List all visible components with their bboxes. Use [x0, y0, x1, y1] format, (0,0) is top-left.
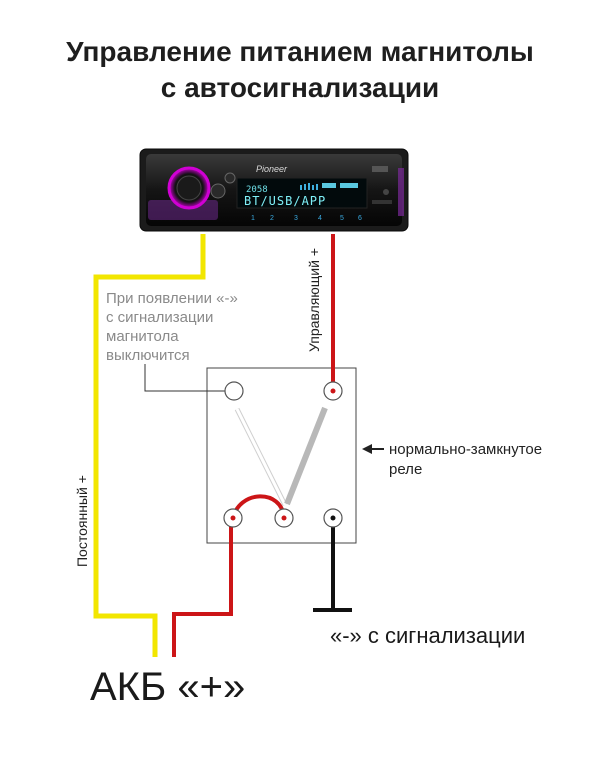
- yellow-constant-wire: [93, 234, 206, 657]
- relay-pointer-arrow-icon: [362, 444, 384, 454]
- title-line-1: Управление питанием магнитолы: [66, 36, 534, 67]
- control-plus-label: Управляющий +: [306, 247, 322, 352]
- constant-plus-label: Постоянный +: [74, 475, 90, 567]
- display-main-text: BT/USB/APP: [244, 194, 326, 208]
- radio-head-unit: 2058 BT/USB/APP Pioneer 1 2 3 4 5 6: [139, 148, 409, 232]
- preset-2: 2: [270, 215, 274, 222]
- relay-closed-contact: [284, 406, 328, 506]
- battery-label: АКБ «+»: [90, 665, 246, 709]
- note-line-2: с сигнализации: [106, 309, 214, 326]
- relay-label-line-1: нормально-замкнутое: [389, 441, 543, 458]
- relay-terminal-top-right-icon: [323, 381, 343, 401]
- preset-1: 1: [251, 215, 255, 222]
- relay-terminal-bottom-middle-icon: [274, 508, 294, 528]
- diagram-title: Управление питанием магнитолы с автосигн…: [0, 34, 600, 106]
- preset-buttons: 1 2 3 4 5 6: [251, 215, 362, 222]
- display-top-text: 2058: [246, 185, 268, 195]
- preset-6: 6: [358, 215, 362, 222]
- title-line-2: с автосигнализации: [160, 72, 440, 103]
- red-battery-wire: [172, 518, 233, 657]
- relay-terminal-bottom-right-icon: [323, 508, 343, 528]
- radio-bluetooth-indicator-icon: [372, 166, 388, 172]
- note-line-3: магнитола: [106, 328, 179, 345]
- display-spectrum-icon: [300, 183, 358, 190]
- note-line-4: выключится: [106, 347, 190, 364]
- radio-brand-logo: Pioneer: [256, 164, 288, 174]
- relay-terminal-bottom-left-icon: [223, 508, 243, 528]
- relay-label-line-2: реле: [389, 461, 423, 478]
- preset-4: 4: [318, 215, 322, 222]
- preset-5: 5: [340, 215, 344, 222]
- alarm-note: При появлении «-» с сигнализации магнито…: [106, 289, 238, 365]
- relay-terminal-top-left-icon: [224, 381, 244, 401]
- note-line-1: При появлении «-»: [106, 290, 238, 307]
- preset-3: 3: [294, 215, 298, 222]
- minus-from-alarm-label: «-» с сигнализации: [330, 623, 526, 648]
- note-pointer-line: [144, 364, 234, 392]
- relay-label: нормально-замкнутое реле: [389, 440, 542, 480]
